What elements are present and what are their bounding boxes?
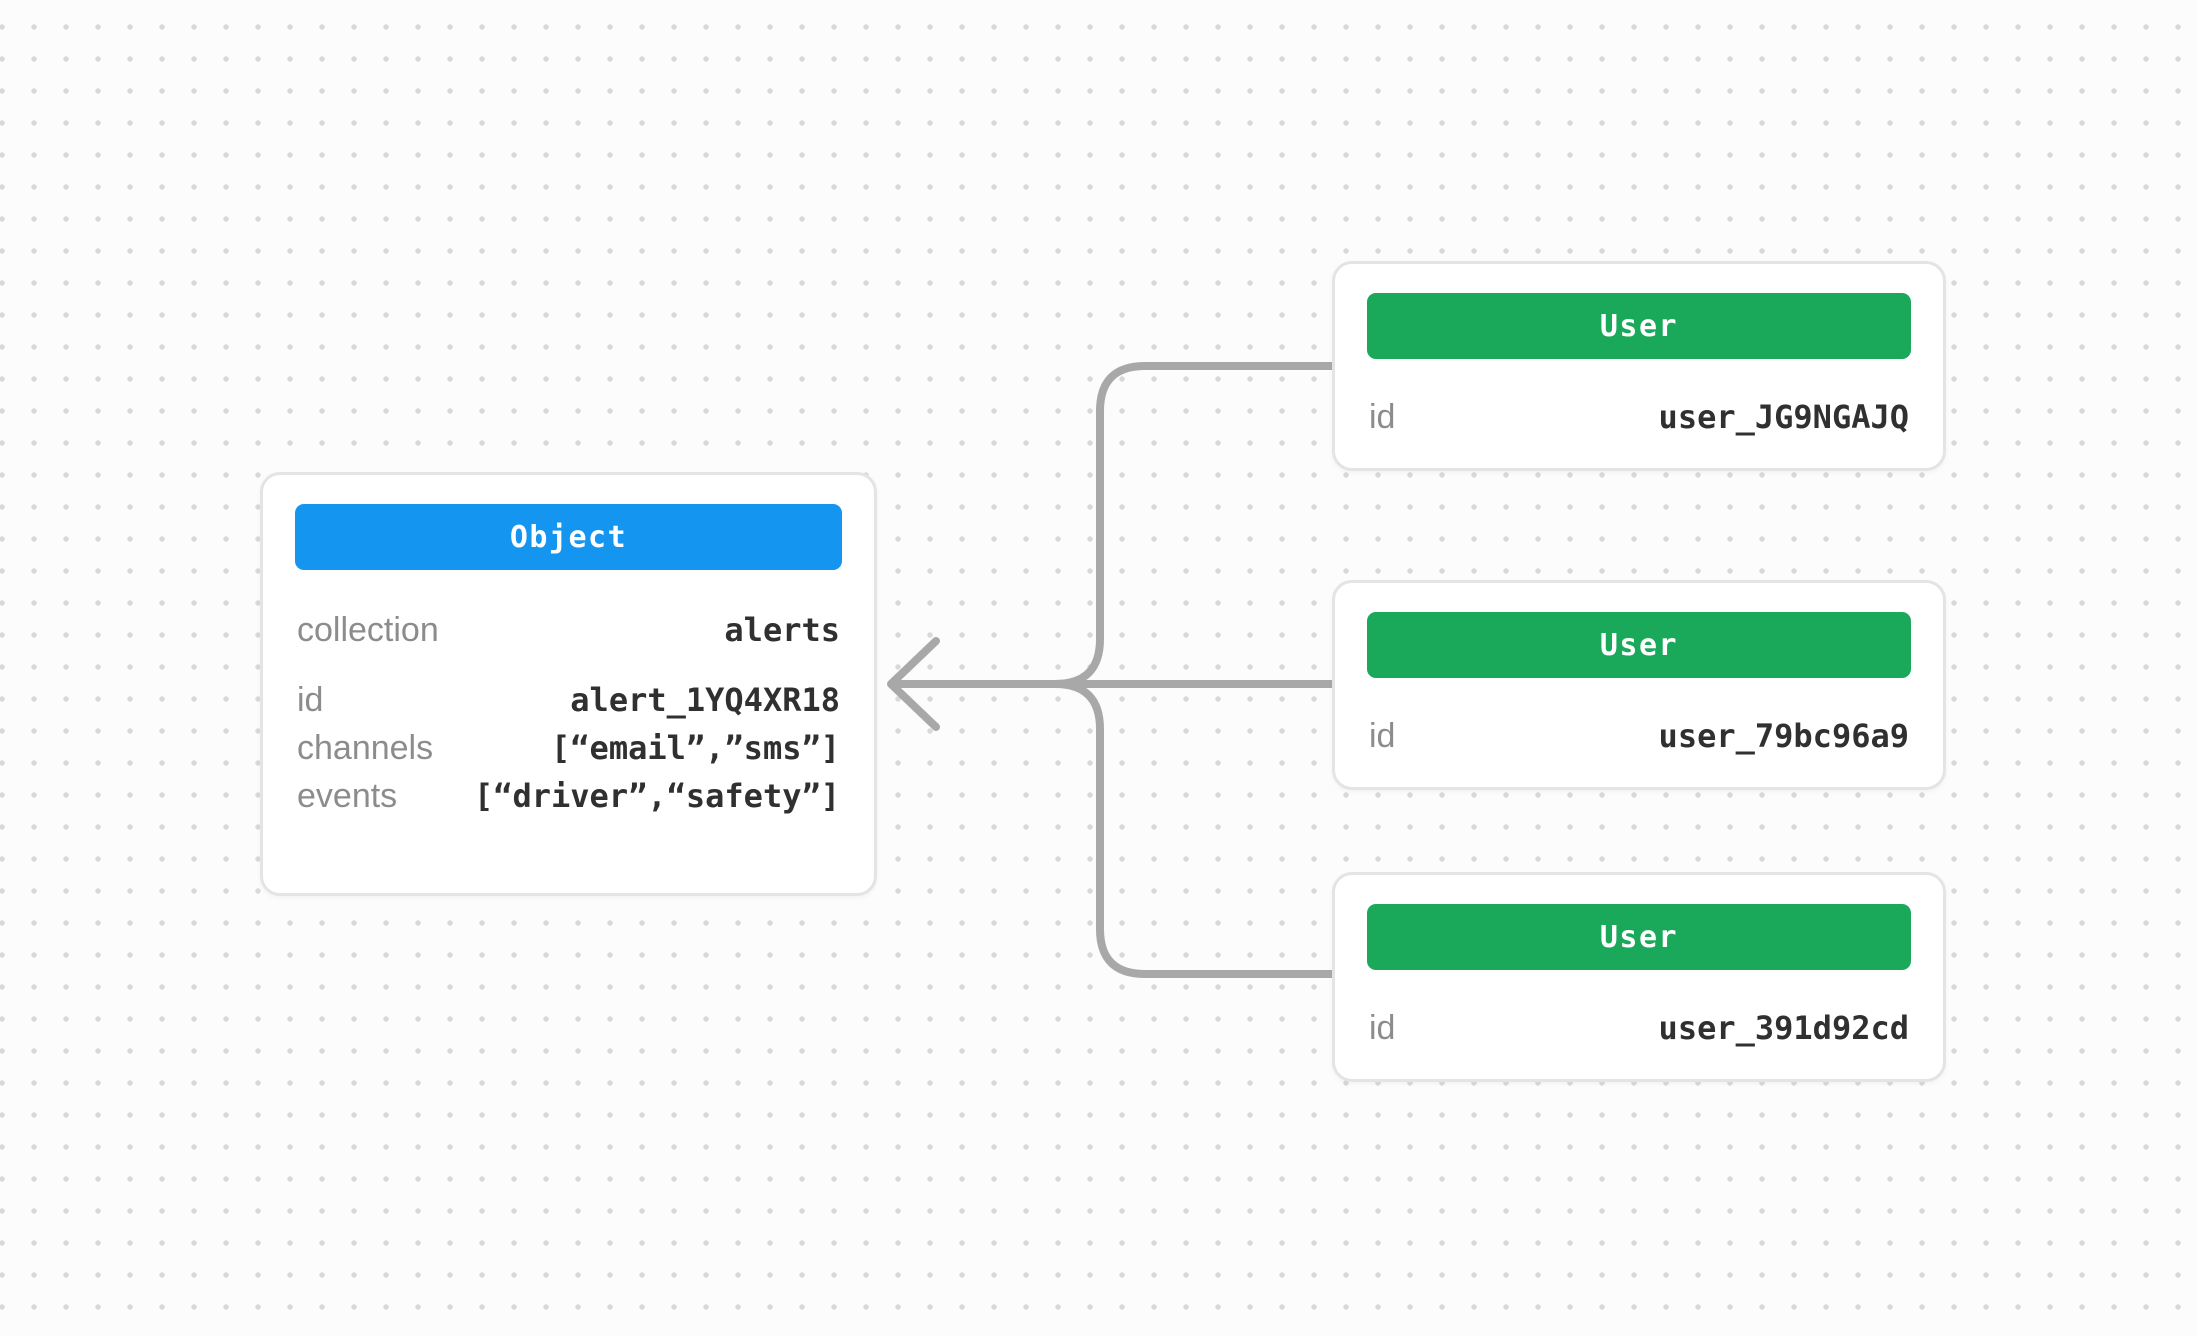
field-value: user_391d92cd	[1658, 1009, 1909, 1047]
user-node-fields: id user_391d92cd	[1335, 1004, 1943, 1052]
field-label: id	[1369, 397, 1396, 436]
field-row-id: id user_391d92cd	[1369, 1004, 1909, 1052]
field-label: id	[1369, 716, 1396, 755]
edge-user-1	[892, 362, 1340, 688]
field-label: channels	[297, 728, 434, 767]
field-label: events	[297, 776, 398, 815]
field-row-id: id user_79bc96a9	[1369, 712, 1909, 760]
field-row-id: id user_JG9NGAJQ	[1369, 393, 1909, 441]
user-node-2[interactable]: User id user_79bc96a9	[1332, 580, 1946, 790]
field-row-events: events [“driver”,“safety”]	[297, 772, 840, 820]
user-node-header: User	[1367, 293, 1911, 359]
field-value: [“driver”,“safety”]	[473, 777, 840, 815]
field-label: collection	[297, 610, 439, 649]
arrowhead-icon	[887, 637, 940, 731]
object-node-title: Object	[509, 519, 628, 555]
user-node-header: User	[1367, 612, 1911, 678]
field-value: user_JG9NGAJQ	[1658, 398, 1909, 436]
user-node-title: User	[1599, 627, 1679, 663]
user-node-1[interactable]: User id user_JG9NGAJQ	[1332, 261, 1946, 471]
object-node-fields: collection alerts id alert_1YQ4XR18 chan…	[263, 606, 874, 820]
object-node-header: Object	[295, 504, 842, 570]
edge-user-3	[892, 680, 1340, 978]
user-node-fields: id user_JG9NGAJQ	[1335, 393, 1943, 441]
field-row-id: id alert_1YQ4XR18	[297, 676, 840, 724]
user-node-title: User	[1599, 919, 1679, 955]
user-node-3[interactable]: User id user_391d92cd	[1332, 872, 1946, 1082]
field-label: id	[1369, 1008, 1396, 1047]
field-value: alerts	[724, 611, 840, 649]
field-value: user_79bc96a9	[1658, 717, 1909, 755]
user-node-header: User	[1367, 904, 1911, 970]
field-label: id	[297, 680, 324, 719]
user-node-fields: id user_79bc96a9	[1335, 712, 1943, 760]
object-node[interactable]: Object collection alerts id alert_1YQ4XR…	[260, 472, 877, 896]
user-node-title: User	[1599, 308, 1679, 344]
field-row-channels: channels [“email”,”sms”]	[297, 724, 840, 772]
field-value: alert_1YQ4XR18	[570, 681, 840, 719]
field-row-collection: collection alerts	[297, 606, 840, 654]
field-value: [“email”,”sms”]	[551, 729, 840, 767]
